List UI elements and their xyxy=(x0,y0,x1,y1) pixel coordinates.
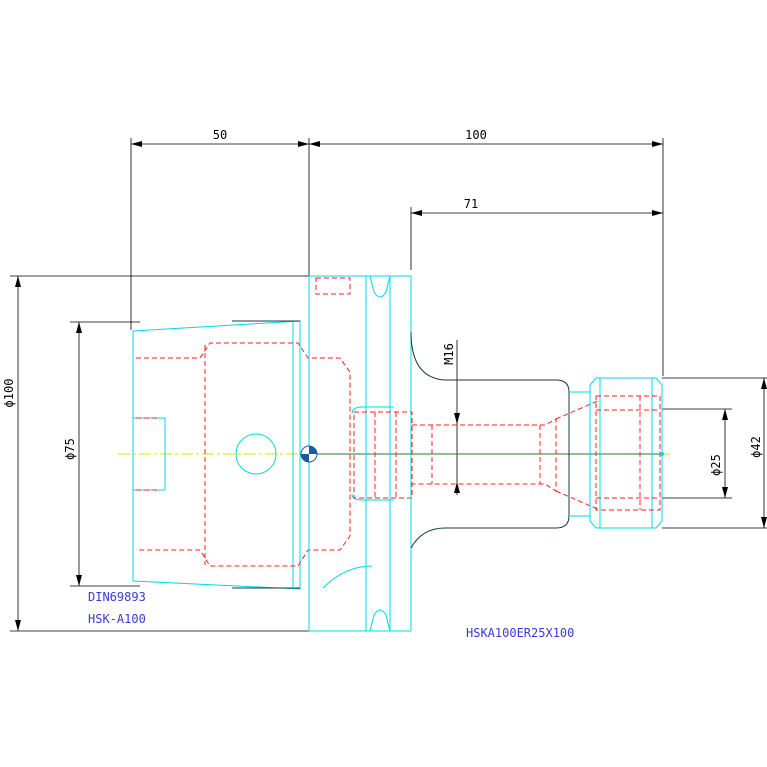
bore-arc xyxy=(351,493,394,501)
thread-bore-hidden xyxy=(412,418,557,492)
taper-cavity-hidden xyxy=(136,342,351,567)
arrow xyxy=(454,413,460,424)
dim-label-71: 71 xyxy=(464,197,478,211)
keyway-hidden xyxy=(315,277,351,295)
dim-label-dia25: ϕ25 xyxy=(709,454,723,476)
bottom-notch xyxy=(322,565,373,589)
arrow xyxy=(411,210,422,216)
hsk-taper xyxy=(132,320,351,590)
arrow xyxy=(309,141,320,147)
dim-label-50: 50 xyxy=(213,128,227,142)
arrow xyxy=(761,517,767,528)
flange xyxy=(308,275,413,632)
dim-label-dia75: ϕ75 xyxy=(63,438,77,460)
note-part-number: HSKA100ER25X100 xyxy=(466,626,574,640)
center-symbol xyxy=(300,445,318,463)
bore-hidden xyxy=(353,411,413,499)
arrow xyxy=(15,620,21,631)
dim-label-m16: M16 xyxy=(442,343,456,365)
center-mark-quadrant xyxy=(309,446,317,454)
hidden-line xyxy=(555,490,601,511)
arrow xyxy=(298,141,309,147)
note-standard: DIN69893 xyxy=(88,590,146,604)
v-groove-bottom xyxy=(369,609,391,632)
dim-label-dia42: ϕ42 xyxy=(749,436,763,458)
arrow xyxy=(761,378,767,389)
hidden-line xyxy=(555,399,601,420)
note-taper: HSK-A100 xyxy=(88,612,146,626)
coolant-hole xyxy=(235,433,277,475)
arrow xyxy=(454,482,460,493)
arrow xyxy=(652,210,663,216)
arrow xyxy=(131,141,142,147)
shank-outline xyxy=(410,331,570,549)
arrow xyxy=(76,575,82,586)
arrow xyxy=(652,141,663,147)
arrow xyxy=(722,487,728,498)
arrow xyxy=(15,276,21,287)
nose-outline xyxy=(589,377,663,529)
dim-label-100: 100 xyxy=(465,128,487,142)
bore-arc xyxy=(351,406,394,415)
arrow xyxy=(76,322,82,333)
collet-nose xyxy=(569,377,664,529)
collet-pocket-hidden xyxy=(595,395,661,511)
dim-label-dia100: ϕ100 xyxy=(2,379,16,408)
nose-center-point xyxy=(660,452,664,456)
dimension-lines xyxy=(10,138,767,632)
center-mark-quadrant xyxy=(301,454,309,462)
v-groove-top xyxy=(369,275,391,298)
taper-outline xyxy=(132,320,301,590)
arrow xyxy=(722,409,728,420)
